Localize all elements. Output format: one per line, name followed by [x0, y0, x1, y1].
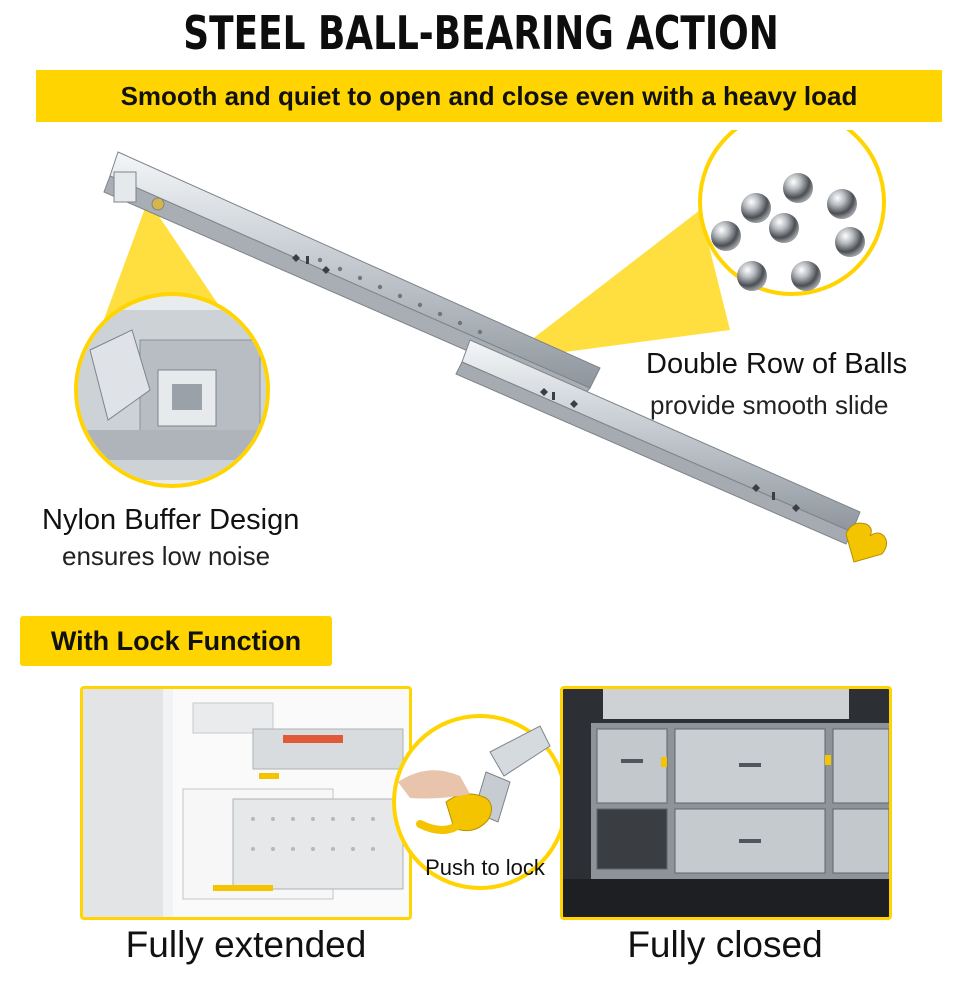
- push-to-lock-label: Push to lock: [425, 855, 545, 880]
- balls-callout-beam: [505, 210, 730, 360]
- steel-ball-icon: [711, 173, 865, 291]
- lock-band: [20, 616, 332, 666]
- balls-feature-desc: provide smooth slide: [650, 390, 889, 420]
- slide-rail-illustration: [74, 130, 888, 563]
- balls-feature-title: Double Row of Balls: [646, 348, 908, 380]
- extended-caption: Fully extended: [125, 924, 367, 965]
- buffer-feature-desc: ensures low noise: [62, 541, 271, 571]
- subtitle-text: Smooth and quiet to open and close even …: [120, 81, 858, 111]
- closed-drawer-photo: [560, 686, 892, 920]
- steel-ball-group: [698, 130, 886, 296]
- buffer-detail-icon: [74, 292, 270, 488]
- buffer-feature-title: Nylon Buffer Design: [42, 504, 300, 536]
- lock-hand-icon: [392, 714, 568, 890]
- lock-function-label: With Lock Function: [50, 626, 302, 656]
- subtitle-band: [36, 70, 942, 122]
- closed-caption: Fully closed: [627, 924, 823, 965]
- page-title: STEEL BALL-BEARING ACTION: [183, 6, 779, 60]
- slide-rail-icon: [103, 151, 888, 563]
- extended-drawer-photo: [80, 686, 412, 920]
